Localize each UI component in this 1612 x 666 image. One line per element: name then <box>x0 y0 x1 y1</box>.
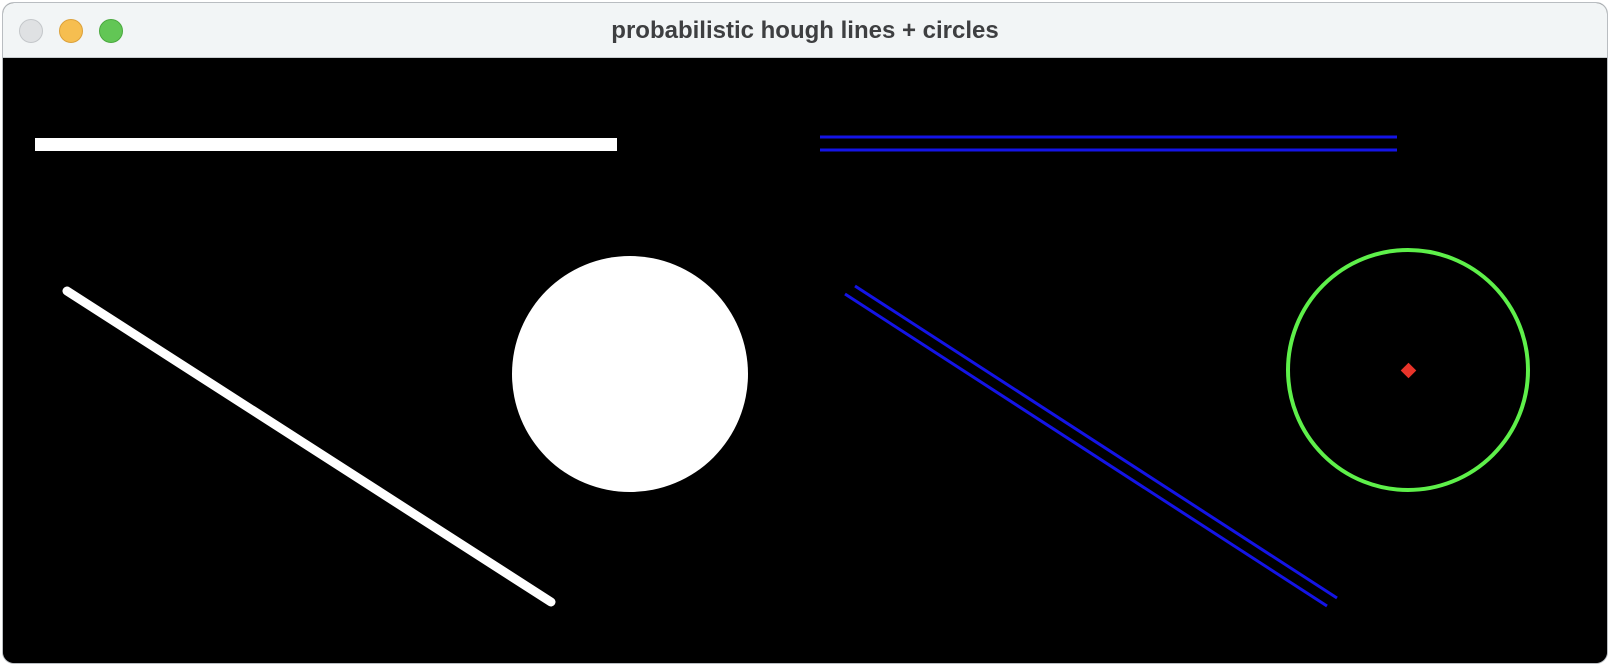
maximize-button[interactable] <box>99 19 123 43</box>
detected-circle <box>1286 248 1530 492</box>
detected-diagonal-line-upper <box>854 284 1338 600</box>
detected-diagonal-line-lower <box>844 292 1328 608</box>
minimize-button[interactable] <box>59 19 83 43</box>
source-image-panel <box>35 138 748 607</box>
source-diagonal-line <box>62 286 556 607</box>
circle-center-marker <box>1400 362 1417 379</box>
detection-result-panel <box>820 135 1530 608</box>
titlebar[interactable]: probabilistic hough lines + circles <box>3 3 1607 58</box>
image-canvas <box>3 58 1607 663</box>
canvas-drawing <box>35 135 1530 608</box>
source-horizontal-line <box>35 138 617 151</box>
window-title: probabilistic hough lines + circles <box>611 17 999 44</box>
source-filled-circle <box>512 256 748 492</box>
close-button[interactable] <box>19 19 43 43</box>
